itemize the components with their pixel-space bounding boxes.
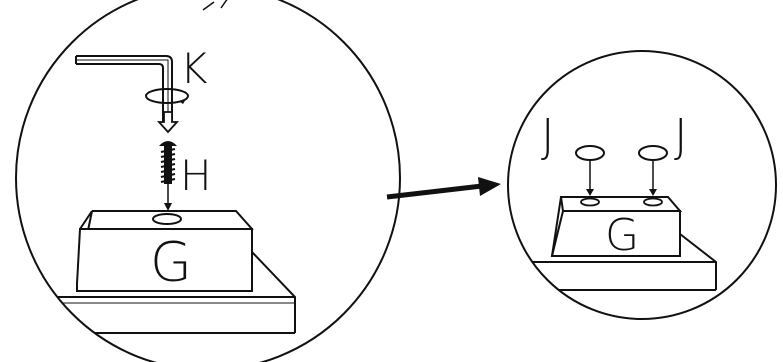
cap-label-right: J [674,109,688,163]
right-detail-circle: J J G [507,50,777,320]
arrow-right-icon [386,177,501,200]
block [550,196,683,257]
rotate-icon [145,88,189,104]
insert-arrow-icon [156,111,180,134]
block-label: G [150,231,192,294]
left-detail-circle: K H G [15,0,401,362]
cap [638,145,668,196]
tool-label: K [180,44,208,93]
block-label: G [605,210,639,261]
screw [159,141,177,211]
block [76,210,254,292]
cap-label-left: J [541,109,555,163]
screw-label: H [180,151,212,200]
cap [575,145,605,196]
